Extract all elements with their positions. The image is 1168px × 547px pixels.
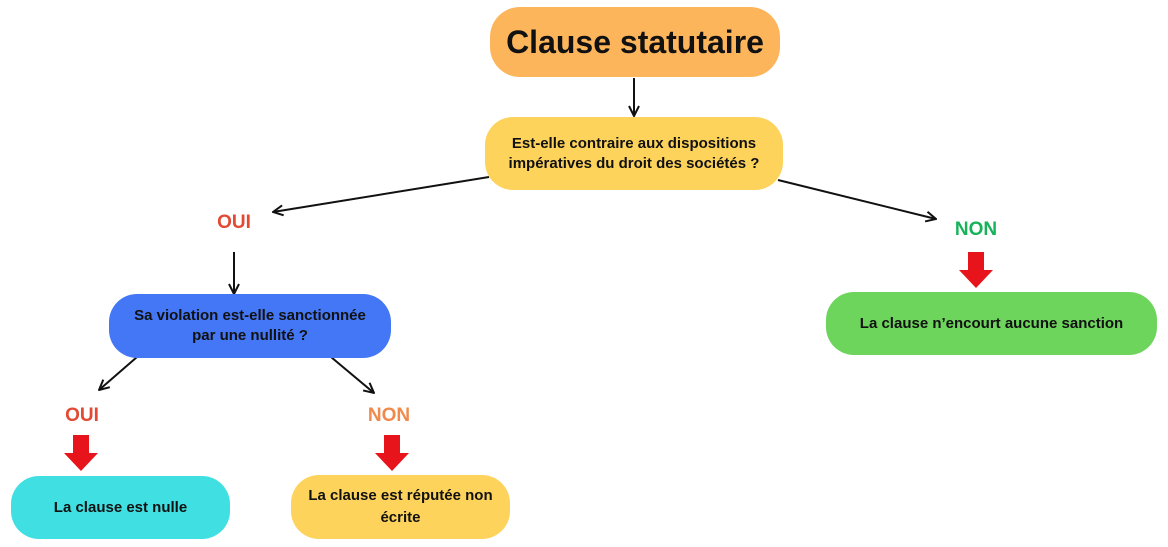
branch-label-q2-yes: OUI [65,405,99,426]
branch-label-q1-no: NON [954,219,998,240]
red-down-arrow-icon [64,435,98,471]
result-no-sanction-label: La clause n’encourt aucune sanction [859,315,1124,332]
arrow-question-1-to-non [777,179,936,219]
question-1-line-2: impératives du droit des sociétés ? [508,154,760,172]
result-null-label: La clause est nulle [53,499,188,516]
question-1-node: Est-elle contraire aux dispositions impé… [485,117,783,190]
question-1-line-1: Est-elle contraire aux dispositions [511,134,757,152]
question-2-line-2: par une nullité ? [192,327,308,344]
branch-label-q2-no: NON [367,405,411,426]
arrow-question-1-to-oui [273,176,490,212]
question-2-node: Sa violation est-elle sanctionnée par un… [109,294,391,358]
result-unwritten-node: La clause est réputée non écrite [291,475,510,539]
red-down-arrow-icon [959,252,993,288]
arrow-question-2-to-non [330,356,374,393]
arrow-question-2-to-oui [99,356,138,390]
root-label: Clause statutaire [506,23,764,60]
root-node: Clause statutaire [490,7,780,77]
branch-label-q1-yes: OUI [217,212,251,233]
result-unwritten-line-1: La clause est réputée non [308,487,493,504]
result-unwritten-line-2: écrite [380,509,421,526]
red-down-arrow-icon [375,435,409,471]
result-null-node: La clause est nulle [11,476,230,539]
question-2-line-1: Sa violation est-elle sanctionnée [134,307,366,324]
result-no-sanction-node: La clause n’encourt aucune sanction [826,292,1157,355]
